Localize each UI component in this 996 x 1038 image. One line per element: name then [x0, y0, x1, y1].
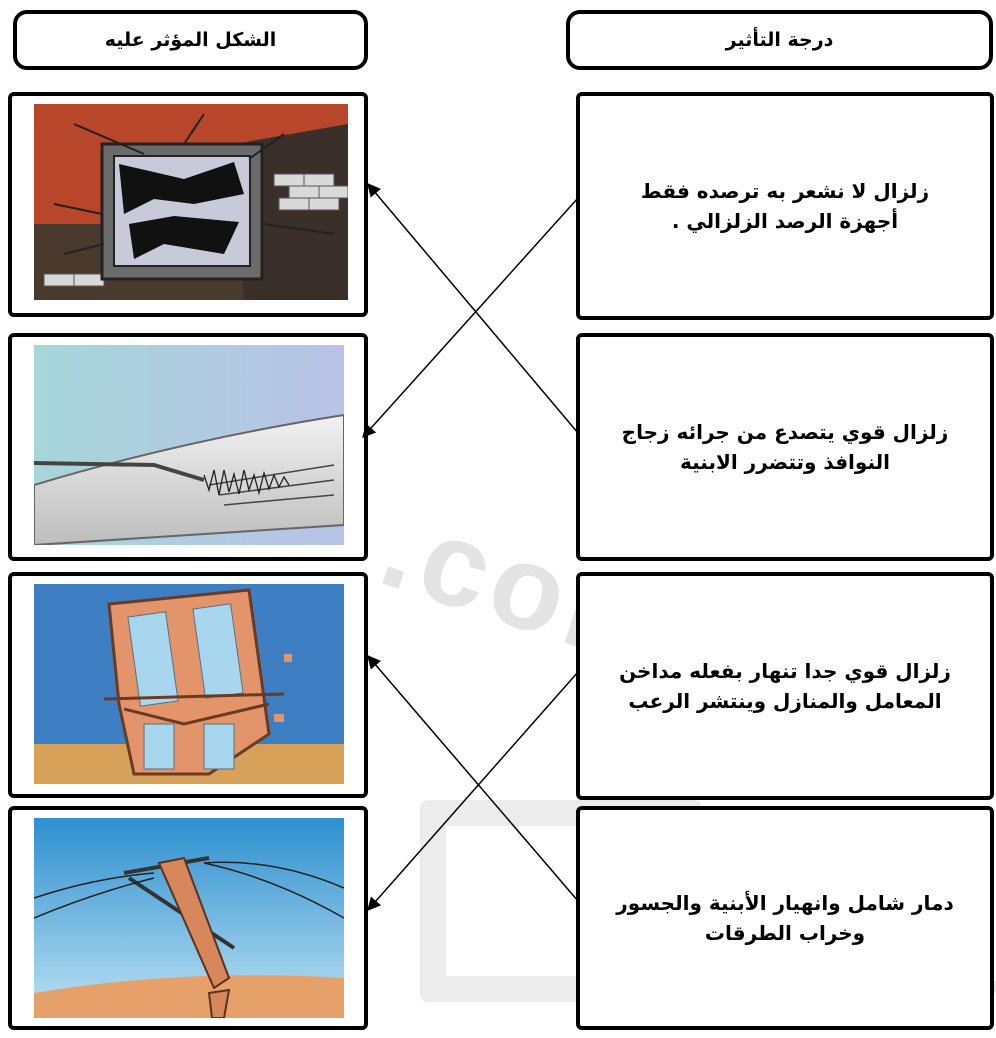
fallen-power-pole-icon: [34, 818, 344, 1018]
header-degree: درجة التأثير: [566, 10, 993, 70]
image-card-3[interactable]: [8, 572, 368, 798]
connector-arrow-1: [362, 197, 579, 439]
image-card-2[interactable]: [8, 333, 368, 561]
cracked-pipeline-icon: [34, 345, 344, 545]
header-shape: الشكل المؤثر عليه: [13, 10, 368, 70]
collapsing-building-icon: [34, 584, 344, 784]
image-card-4[interactable]: [8, 806, 368, 1030]
image-card-1[interactable]: [8, 92, 368, 317]
connector-arrow-2: [367, 182, 579, 434]
cracked-tv-icon: [34, 104, 348, 300]
